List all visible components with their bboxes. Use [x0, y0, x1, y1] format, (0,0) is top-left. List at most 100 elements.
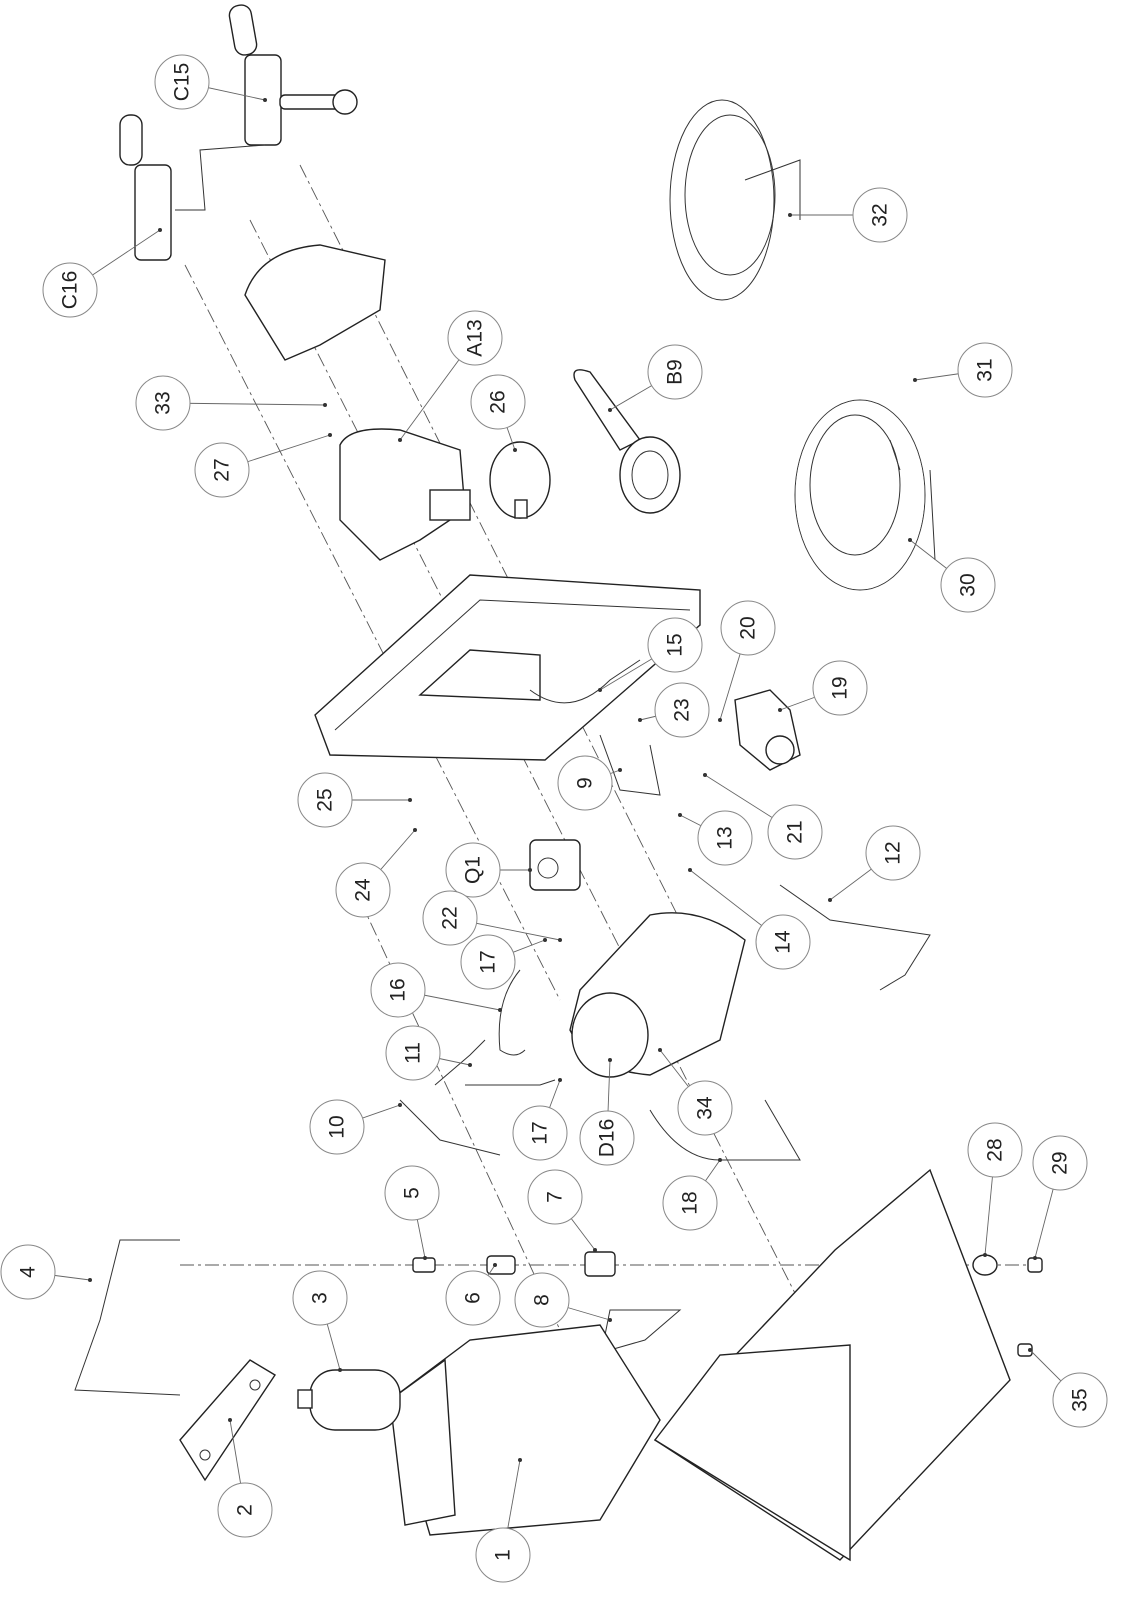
leader-dot — [688, 868, 692, 872]
callout-label: 8 — [531, 1294, 554, 1306]
callout-label: 27 — [211, 458, 234, 481]
leader-dot — [528, 868, 532, 872]
callout-label: A13 — [464, 319, 487, 356]
callout-circle — [755, 914, 811, 970]
callout-label: 17 — [477, 950, 500, 973]
base-housing — [653, 1168, 1011, 1562]
callout-33: 33 — [135, 375, 191, 431]
callout-circle — [654, 682, 710, 738]
leader-dot — [468, 1063, 472, 1067]
callout-26: 26 — [470, 374, 526, 430]
callout-circle — [194, 442, 250, 498]
callout-label: 25 — [314, 788, 337, 811]
callout-label: 33 — [152, 391, 175, 414]
callout-circle — [422, 890, 478, 946]
callout-circle — [647, 344, 703, 400]
callout-circle — [647, 617, 703, 673]
callout-27: 27 — [194, 442, 250, 498]
leader-dot — [338, 1368, 342, 1372]
callout-label: 19 — [829, 676, 852, 699]
callout-label: 35 — [1069, 1388, 1092, 1411]
callout-label: 4 — [17, 1266, 40, 1278]
callout-19: 19 — [812, 660, 868, 716]
filter-3 — [297, 1369, 401, 1431]
leader-dot — [1033, 1256, 1037, 1260]
leader-dot — [778, 708, 782, 712]
leader-dot — [323, 403, 327, 407]
callout-35: 35 — [1052, 1372, 1108, 1428]
leader-dot — [598, 688, 602, 692]
callout-circle — [384, 1165, 440, 1221]
solenoid-valve-19 — [734, 689, 801, 771]
callout-label: 28 — [984, 1138, 1007, 1161]
callout-circle — [697, 810, 753, 866]
leader-dot — [558, 938, 562, 942]
callout-label: 3 — [309, 1292, 332, 1304]
leader-dot — [518, 1458, 522, 1462]
callout-label: 29 — [1049, 1151, 1072, 1174]
callout-20: 20 — [720, 600, 776, 656]
callout-label: 23 — [671, 698, 694, 721]
callout-label: 17 — [529, 1121, 552, 1144]
callout-circle — [470, 374, 526, 430]
leader-dot — [703, 773, 707, 777]
leader-dot — [513, 448, 517, 452]
callout-3: 3 — [292, 1270, 348, 1326]
callout-17: 17 — [460, 934, 516, 990]
leader-dot — [158, 228, 162, 232]
boiler-d16 — [569, 912, 746, 1078]
callout-circle — [154, 54, 210, 110]
callout-d16: D16 — [579, 1110, 635, 1166]
leader-dot — [718, 718, 722, 722]
callout-circle — [217, 1482, 273, 1538]
callout-circle — [0, 1244, 56, 1300]
callout-circle — [135, 375, 191, 431]
callout-b9: B9 — [647, 344, 703, 400]
leader-dot — [398, 1103, 402, 1107]
callout-label: 11 — [402, 1042, 425, 1064]
leader-dot — [423, 1256, 427, 1260]
callouts: C15C163231B9A132633273020151923925211312… — [0, 54, 1108, 1583]
callout-circle — [309, 1099, 365, 1155]
callout-label: 21 — [784, 820, 807, 843]
callout-label: 15 — [664, 633, 687, 656]
callout-30: 30 — [940, 557, 996, 613]
leader-dot — [1028, 1348, 1032, 1352]
callout-21: 21 — [767, 804, 823, 860]
callout-circle — [1052, 1372, 1108, 1428]
leader-dot — [543, 938, 547, 942]
callout-label: Q1 — [462, 856, 485, 884]
valve-c15 — [228, 4, 358, 146]
leader-dot — [983, 1253, 987, 1257]
leader-dot — [228, 1418, 232, 1422]
frame — [314, 574, 701, 761]
callout-circle — [475, 1527, 531, 1583]
callout-12: 12 — [865, 825, 921, 881]
portafilter-b9 — [573, 369, 681, 514]
callout-label: 16 — [387, 978, 410, 1001]
leader-dot — [263, 98, 267, 102]
callout-22: 22 — [422, 890, 478, 946]
callout-label: D16 — [596, 1119, 619, 1158]
callout-label: 31 — [974, 358, 997, 381]
callout-11: 11 — [385, 1025, 441, 1081]
callout-circle — [767, 804, 823, 860]
callout-circle — [447, 310, 503, 366]
leader-dot — [678, 813, 682, 817]
callout-31: 31 — [957, 342, 1013, 398]
callout-23: 23 — [654, 682, 710, 738]
callout-circle — [512, 1105, 568, 1161]
leader-dot — [88, 1278, 92, 1282]
leader-dot — [408, 798, 412, 802]
callout-q1: Q1 — [445, 842, 501, 898]
callout-circle — [385, 1025, 441, 1081]
callout-16: 16 — [370, 962, 426, 1018]
callout-label: 22 — [439, 906, 462, 929]
leader-dot — [413, 828, 417, 832]
callout-label: 34 — [694, 1096, 717, 1120]
leader-dot — [828, 898, 832, 902]
valve-c16 — [119, 114, 266, 261]
callout-a13: A13 — [447, 310, 503, 366]
leader-dot — [718, 1158, 722, 1162]
callout-circle — [865, 825, 921, 881]
